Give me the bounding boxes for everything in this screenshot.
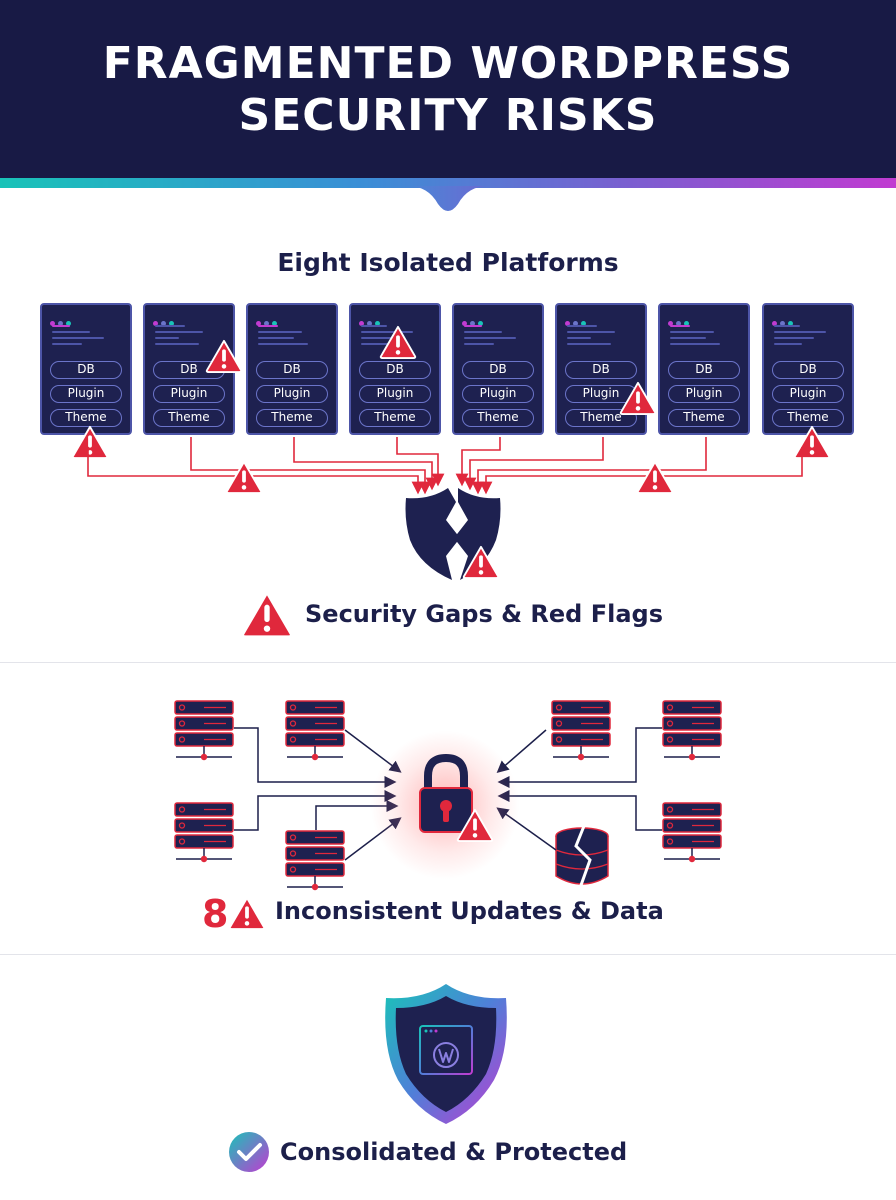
warning-icon [71,425,109,459]
code-lines-icon [774,325,826,349]
plugin-pill: Plugin [153,385,225,403]
header-notch [408,186,488,211]
code-lines-icon [567,325,615,349]
padlock-icon [419,753,473,833]
warning-icon [619,381,657,415]
db-pill: DB [462,361,534,379]
warning-icon [228,896,266,930]
window-dots-icon [772,311,796,330]
theme-pill: Theme [462,409,534,427]
gradient-accent-bar [0,178,896,188]
broken-database-icon [555,825,609,889]
code-lines-icon [361,325,413,349]
warning-icon [379,325,417,359]
code-lines-icon [464,325,516,349]
warning-icon [205,339,243,373]
theme-pill: Theme [359,409,431,427]
db-pill: DB [50,361,122,379]
header-banner: FRAGMENTED WORDPRESS SECURITY RISKS [0,0,896,180]
code-lines-icon [155,325,203,349]
page-title-line-2: SECURITY RISKS [238,90,658,141]
broken-shield-icon [405,488,501,580]
theme-pill: Theme [565,409,637,427]
db-pill: DB [359,361,431,379]
theme-pill: Theme [153,409,225,427]
divider [0,662,896,663]
warning-icon [793,425,831,459]
plugin-pill: Plugin [50,385,122,403]
theme-pill: Theme [668,409,740,427]
window-dots-icon [50,311,74,330]
page-title-line-1: FRAGMENTED WORDPRESS [102,38,794,89]
theme-pill: Theme [256,409,328,427]
caption-consolidated: Consolidated & Protected [280,1138,628,1166]
plugin-pill: Plugin [359,385,431,403]
section-title-isolated-platforms: Eight Isolated Platforms [277,248,619,277]
window-dots-icon [359,311,383,330]
divider [0,954,896,955]
window-dots-icon [668,311,692,330]
theme-pill: Theme [772,409,844,427]
count-badge: 8 [202,892,228,936]
plugin-pill: Plugin [772,385,844,403]
window-dots-icon [565,311,589,330]
caption-security-gaps: Security Gaps & Red Flags [305,600,663,628]
caption-inconsistent-updates: Inconsistent Updates & Data [275,897,664,925]
db-pill: DB [565,361,637,379]
db-pill: DB [256,361,328,379]
plugin-pill: Plugin [462,385,534,403]
theme-pill: Theme [50,409,122,427]
window-dots-icon [256,311,280,330]
code-lines-icon [670,325,720,349]
db-pill: DB [772,361,844,379]
data-flow-arrows [234,727,662,861]
window-dots-icon [153,311,177,330]
code-lines-icon [258,325,308,349]
checkmark-icon [229,1132,269,1172]
plugin-pill: Plugin [256,385,328,403]
code-lines-icon [52,325,104,349]
window-dots-icon [462,311,486,330]
plugin-pill: Plugin [668,385,740,403]
wordpress-logo-icon [433,1042,459,1068]
page-title: FRAGMENTED WORDPRESS SECURITY RISKS [0,38,896,142]
db-pill: DB [668,361,740,379]
